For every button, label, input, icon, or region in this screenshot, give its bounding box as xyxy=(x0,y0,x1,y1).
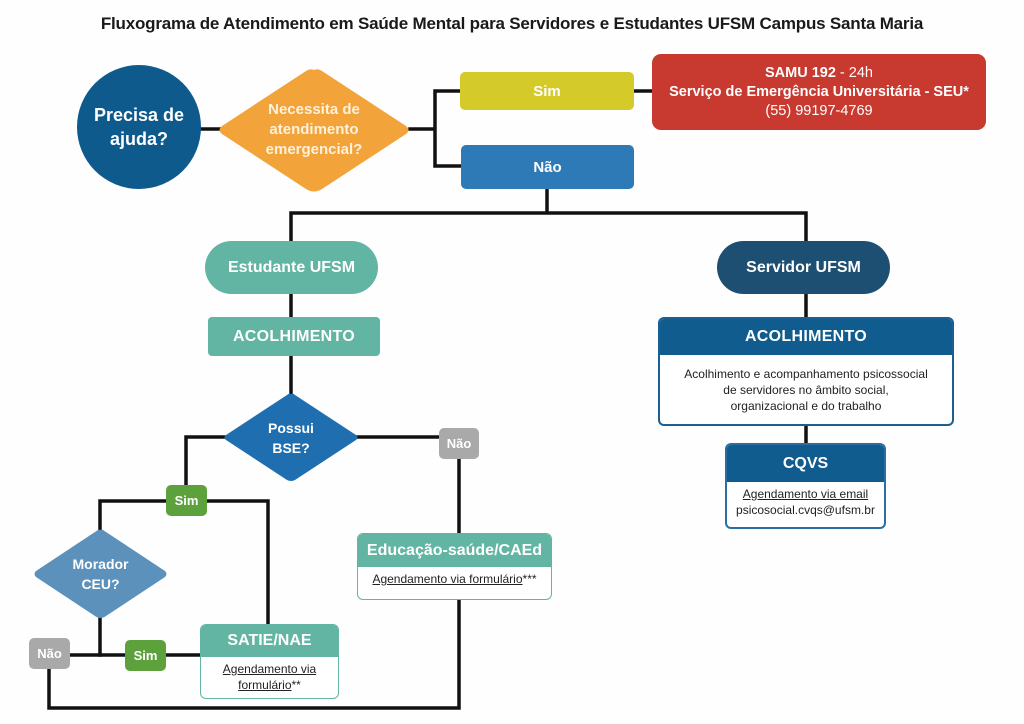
cqvs-email-link[interactable]: Agendamento via email xyxy=(742,487,869,501)
caed-form-link[interactable]: Agendamento via formulário xyxy=(372,572,523,586)
server-acolhimento-card: ACOLHIMENTO Acolhimento e acompanhamento… xyxy=(658,317,954,426)
ceu-label-line2: CEU? xyxy=(81,576,120,592)
samu-label: SAMU 192 xyxy=(764,64,836,81)
connector-no-to-split xyxy=(289,186,808,245)
ceu-no-tag[interactable]: Não xyxy=(29,638,70,669)
start-label-line2: ajuda? xyxy=(109,129,168,149)
student-node[interactable]: Estudante UFSM xyxy=(205,241,378,294)
bse-yes-tag[interactable]: Sim xyxy=(166,485,207,516)
seu-service-label: Serviço de Emergência Universitária - SE… xyxy=(669,83,969,100)
ceu-yes-tag[interactable]: Sim xyxy=(125,640,166,671)
caed-title: Educação-saúde/CAEd xyxy=(358,534,551,567)
emergency-no-box[interactable]: Não xyxy=(461,145,634,189)
connector-bse-yes xyxy=(184,435,226,489)
emergency-label-line2: atendimento xyxy=(269,121,359,138)
connector-sim-split xyxy=(98,499,270,628)
satie-form-link-line1[interactable]: Agendamento via xyxy=(222,662,317,676)
bse-decision[interactable]: Possui BSE? xyxy=(222,392,360,483)
start-circle[interactable]: Precisa de ajuda? xyxy=(77,65,201,189)
student-acolhimento-box[interactable]: ACOLHIMENTO xyxy=(208,317,380,356)
caed-card: Educação-saúde/CAEd Agendamento via form… xyxy=(357,533,552,600)
server-acolhimento-desc-line3: organizacional e do trabalho xyxy=(730,399,882,413)
bse-label-line1: Possui xyxy=(268,419,314,436)
server-node[interactable]: Servidor UFSM xyxy=(717,241,890,294)
emergency-service-box[interactable]: SAMU 192 - 24h Serviço de Emergência Uni… xyxy=(652,54,986,130)
samu-hours: - 24h xyxy=(835,64,873,81)
cqvs-email-address[interactable]: psicosocial.cvqs@ufsm.br xyxy=(736,503,875,517)
bse-no-tag[interactable]: Não xyxy=(439,428,479,459)
connector-nao-ceu-loop xyxy=(47,597,461,710)
emergency-label-line3: emergencial? xyxy=(265,141,363,158)
emergency-diamond-shape xyxy=(219,69,409,192)
ceu-label-line1: Morador xyxy=(72,556,129,572)
bse-label-line2: BSE? xyxy=(272,439,310,456)
server-acolhimento-desc-line2: de servidores no âmbito social, xyxy=(723,383,889,397)
satie-footnote-mark: ** xyxy=(291,678,301,692)
emergency-label-line1: Necessita de xyxy=(268,101,360,118)
satie-card: SATIE/NAE Agendamento via formulário** xyxy=(200,624,339,699)
satie-form-link-line2[interactable]: formulário xyxy=(238,678,292,692)
caed-footnote-mark: *** xyxy=(522,572,537,586)
cqvs-card: CQVS Agendamento via email psicosocial.c… xyxy=(725,443,886,529)
connector-emergency-branch xyxy=(408,89,464,168)
seu-phone: (55) 99197-4769 xyxy=(765,102,873,119)
ceu-decision[interactable]: Morador CEU? xyxy=(32,528,169,620)
samu-line: SAMU 192 - 24h xyxy=(765,64,873,83)
satie-title: SATIE/NAE xyxy=(201,625,338,657)
emergency-decision[interactable]: Necessita de atendimento emergencial? xyxy=(216,66,412,194)
page-title: Fluxograma de Atendimento em Saúde Menta… xyxy=(100,14,924,33)
ceu-diamond-shape xyxy=(34,529,167,618)
server-acolhimento-desc-line1: Acolhimento e acompanhamento psicossocia… xyxy=(684,367,928,381)
server-acolhimento-title: ACOLHIMENTO xyxy=(660,319,952,355)
bse-diamond-shape xyxy=(224,393,358,481)
start-label-line1: Precisa de xyxy=(93,105,185,125)
cqvs-title: CQVS xyxy=(727,445,884,482)
emergency-yes-box[interactable]: Sim xyxy=(460,72,634,110)
